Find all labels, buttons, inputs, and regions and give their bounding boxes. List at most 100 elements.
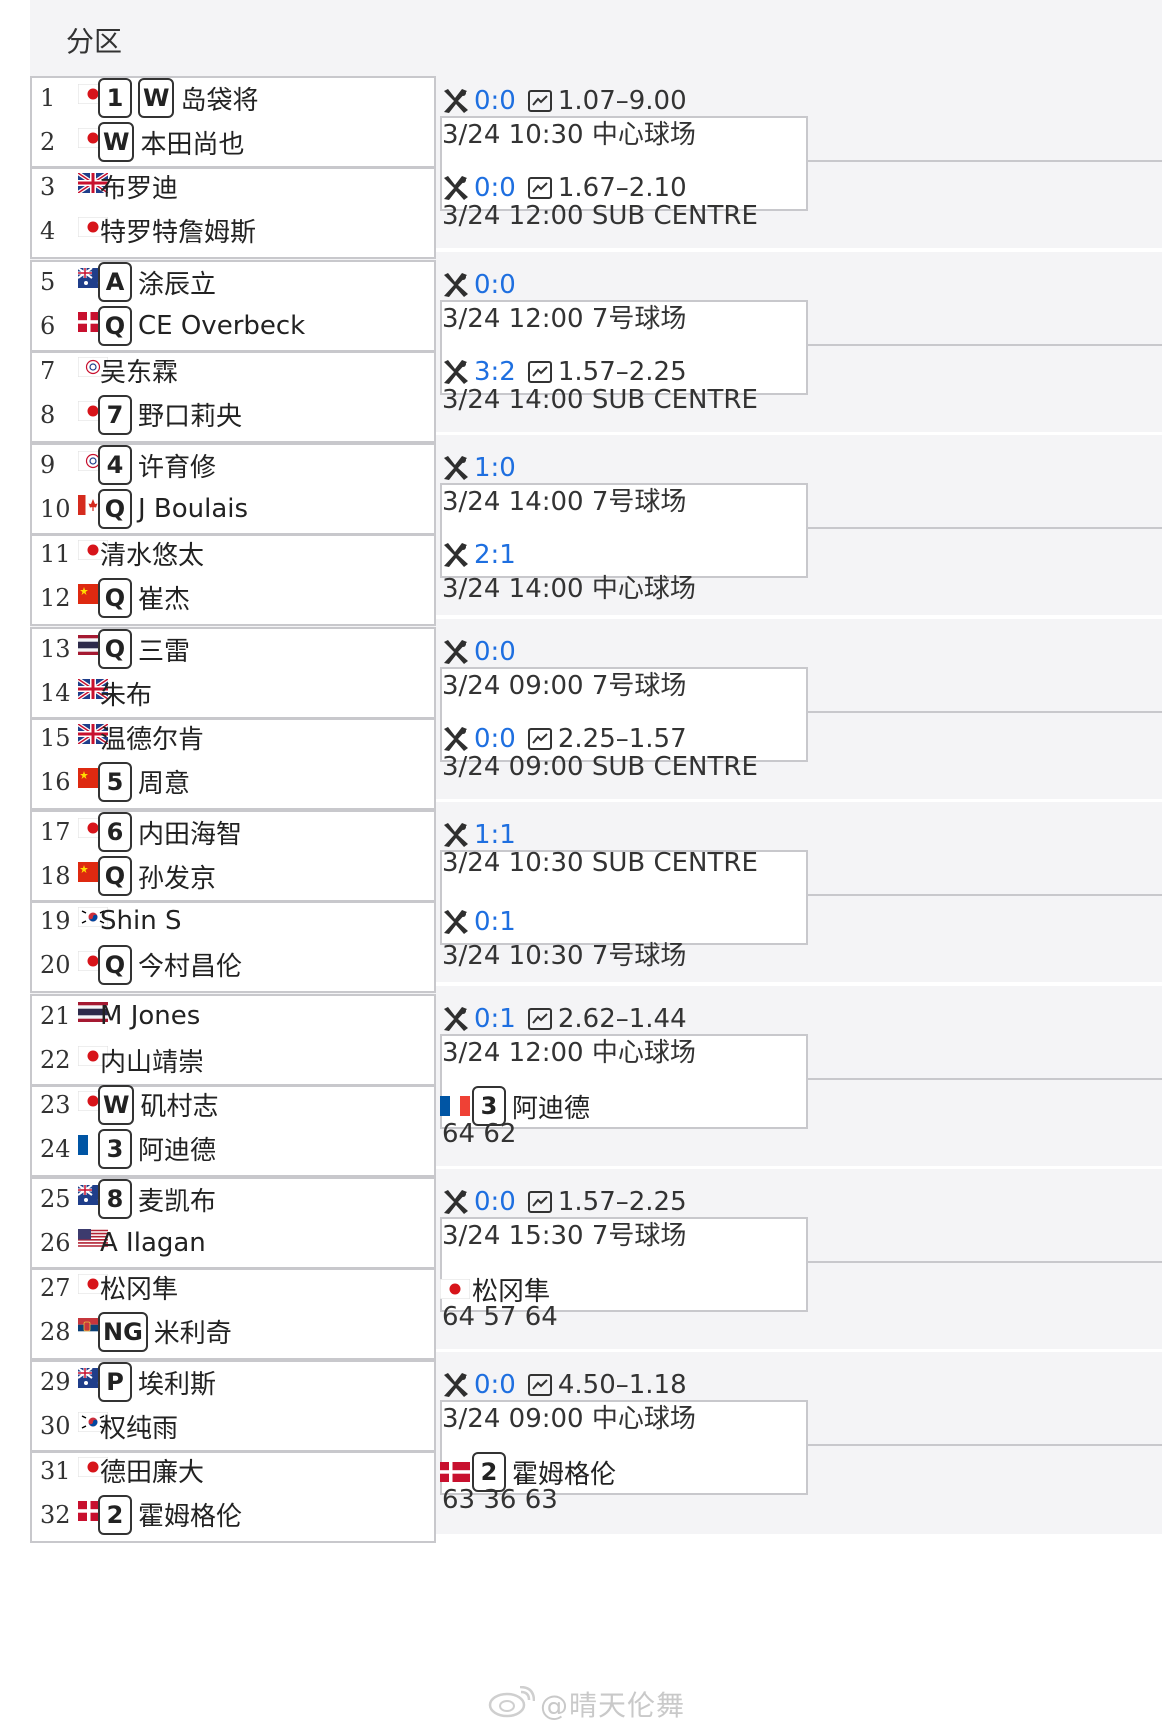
draw-position: 18 <box>40 862 71 891</box>
draw-position: 5 <box>40 268 56 296</box>
draw-position: 31 <box>40 1456 71 1485</box>
player-name: 岛袋将 <box>180 85 259 116</box>
japan-flag-icon <box>439 1278 471 1300</box>
match-status[interactable]: 0:0 <box>440 635 516 669</box>
match-status[interactable]: 0:0 <box>440 268 516 302</box>
japan-flag-icon <box>77 1045 109 1067</box>
player-entry: 特罗特詹姆斯 <box>100 211 256 251</box>
match-score: 3:2 <box>474 357 516 387</box>
france-flag-icon <box>440 1096 470 1116</box>
player-name: 布罗迪 <box>100 174 179 205</box>
draw-position: 13 <box>40 635 71 663</box>
seed-badge: A <box>98 262 132 302</box>
draw-position: 24 <box>40 1134 71 1163</box>
draw-position: 27 <box>40 1273 71 1302</box>
player-name: 米利奇 <box>153 1319 232 1350</box>
bracket-line <box>808 894 1162 896</box>
match-icon <box>440 173 470 203</box>
draw-position: 29 <box>40 1368 71 1396</box>
player-name: 野口莉央 <box>138 402 243 433</box>
seed-badge: 3 <box>472 1086 506 1126</box>
match-status[interactable]: 1:1 <box>440 818 516 852</box>
weibo-logo-icon <box>488 1686 535 1718</box>
match-odds: 1.67–2.10 <box>557 173 687 203</box>
match-icon <box>440 540 470 570</box>
bracket-line <box>808 344 1162 346</box>
draw-position: 16 <box>40 767 71 796</box>
match-status[interactable]: 1:0 <box>440 451 516 485</box>
player-entry: 温德尔肯 <box>100 718 204 758</box>
match-status[interactable]: 2:1 <box>440 538 516 572</box>
match-icon <box>440 357 470 387</box>
player-name: 霍姆格伦 <box>138 1502 243 1533</box>
player-name: M Jones <box>100 1001 201 1031</box>
player-row[interactable]: 15 温德尔肯 <box>36 714 436 762</box>
player-entry: 松冈隼 <box>100 1268 178 1308</box>
match-status[interactable]: 0:1 <box>440 905 516 939</box>
draw-position: 12 <box>40 583 71 612</box>
seed-badge: P <box>98 1362 132 1402</box>
seed-badge: Q <box>98 306 132 347</box>
player-row[interactable]: 27 松冈隼 <box>36 1264 436 1312</box>
match-odds: 1.07–9.00 <box>557 86 687 116</box>
match-winner[interactable]: 松冈隼 <box>439 1272 550 1307</box>
thailand-flag-icon <box>78 1002 108 1022</box>
match-odds: 1.57–2.25 <box>557 357 687 387</box>
player-name: 许育修 <box>138 452 217 483</box>
draw-position: 3 <box>40 172 56 201</box>
odds-chart-icon <box>527 1191 552 1213</box>
japan-flag-icon <box>77 216 109 238</box>
seed-badge: 3 <box>98 1128 132 1169</box>
player-row[interactable]: 3 布罗迪 <box>36 163 436 211</box>
match-status[interactable]: 3:2 1.57–2.25 <box>440 355 687 389</box>
match-schedule: 3/24 14:00 SUB CENTRE <box>442 385 758 415</box>
match-score: 0:0 <box>474 1187 516 1217</box>
draw-position: 15 <box>40 723 71 752</box>
match-icon <box>440 724 470 754</box>
match-result-score: 63 36 63 <box>442 1485 558 1515</box>
